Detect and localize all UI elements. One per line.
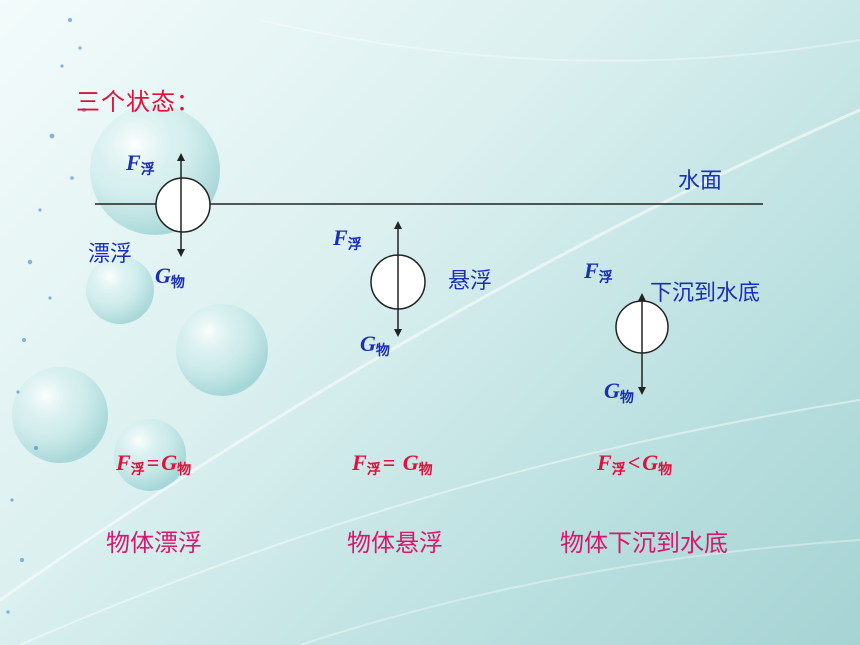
sparkle-dot [16, 390, 20, 394]
sparkle-dot [70, 176, 74, 180]
sparkle-dot [10, 498, 14, 502]
sinking-buoyancy-arrowhead [638, 293, 646, 301]
sparkle-dot [20, 558, 24, 562]
floating-description: 物体漂浮 [106, 529, 202, 557]
floating-equation: F浮=G物 [116, 450, 192, 478]
sparkle-dot [22, 338, 26, 342]
sparkle-dot [82, 108, 86, 112]
sparkle-dot [78, 46, 82, 50]
light-streak [299, 539, 860, 645]
suspended-equation: F浮= G物 [352, 450, 433, 478]
floating-gravity-arrowhead [177, 249, 185, 257]
sinking-gravity-arrowhead [638, 387, 646, 395]
suspended-buoyancy-arrowhead [394, 221, 402, 229]
sparkle-dot [27, 259, 33, 265]
floating-gravity-label: G物 [155, 263, 185, 291]
bubble-decoration [114, 419, 186, 491]
suspended-buoyancy-label: F浮 [333, 225, 362, 253]
sparkle-dot [48, 296, 52, 300]
floating-ball [155, 177, 211, 233]
sparkle-dot [60, 64, 64, 68]
water-surface-label: 水面 [678, 169, 723, 194]
sparkle-dot [49, 133, 55, 139]
sparkle-dot [6, 610, 10, 614]
sinking-description: 物体下沉到水底 [560, 529, 728, 557]
suspended-gravity-arrowhead [394, 329, 402, 337]
page-title: 三个状态： [76, 88, 201, 116]
sinking-state-label: 下沉到水底 [650, 281, 761, 306]
sinking-buoyancy-label: F浮 [584, 258, 613, 286]
suspended-gravity-label: G物 [360, 331, 390, 359]
light-streak [0, 108, 860, 602]
sinking-gravity-label: G物 [604, 378, 634, 406]
suspended-description: 物体悬浮 [347, 529, 443, 557]
light-streak [259, 19, 860, 62]
sinking-equation: F浮<G物 [597, 450, 673, 478]
bubble-decoration [176, 304, 268, 396]
suspended-state-label: 悬浮 [448, 269, 493, 294]
floating-state-label: 漂浮 [88, 242, 133, 267]
light-streak [19, 399, 860, 645]
sparkle-dot [68, 18, 72, 22]
floating-buoyancy-arrowhead [177, 153, 185, 161]
sparkle-dot [34, 446, 38, 450]
sparkle-dot [38, 208, 42, 212]
bubble-decoration [12, 367, 108, 463]
floating-buoyancy-label: F浮 [126, 150, 155, 178]
bubble-decoration [86, 256, 154, 324]
